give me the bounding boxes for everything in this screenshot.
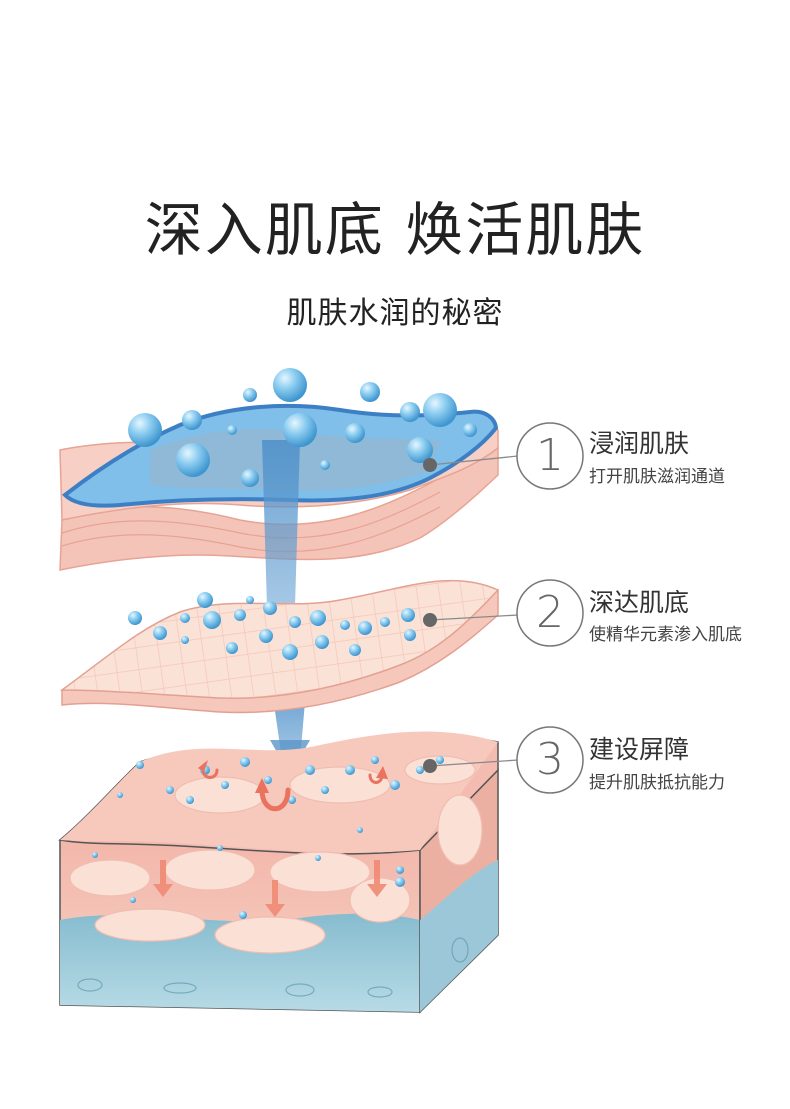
- step-2-title: 深达肌底: [589, 588, 690, 617]
- penetration-beam-upper: [262, 440, 300, 640]
- step-2-number: 2: [536, 587, 564, 638]
- arrow-down-icons: [153, 860, 387, 917]
- page-title: 深入肌底 焕活肌肤: [144, 196, 646, 264]
- page-subtitle: 肌肤水润的秘密: [286, 296, 504, 331]
- step-1-title: 浸润肌肤: [589, 429, 690, 458]
- essence-particles: [92, 592, 444, 919]
- step-3-number: 3: [536, 734, 564, 785]
- arrow-up-icon: [198, 760, 388, 793]
- callout-dots: [423, 458, 437, 773]
- step-1-number: 1: [536, 430, 564, 481]
- step-3-title: 建设屏障: [589, 735, 690, 764]
- step-2-desc: 使精华元素渗入肌底: [589, 625, 742, 645]
- step-3-desc: 提升肌肤抵抗能力: [589, 773, 725, 793]
- callout-leaders: [429, 455, 519, 767]
- step-1-desc: 打开肌肤滋润通道: [589, 467, 725, 487]
- step-number-rings: [516, 422, 584, 794]
- water-bubbles: [128, 368, 477, 487]
- layer-skin-block: [58, 731, 499, 1014]
